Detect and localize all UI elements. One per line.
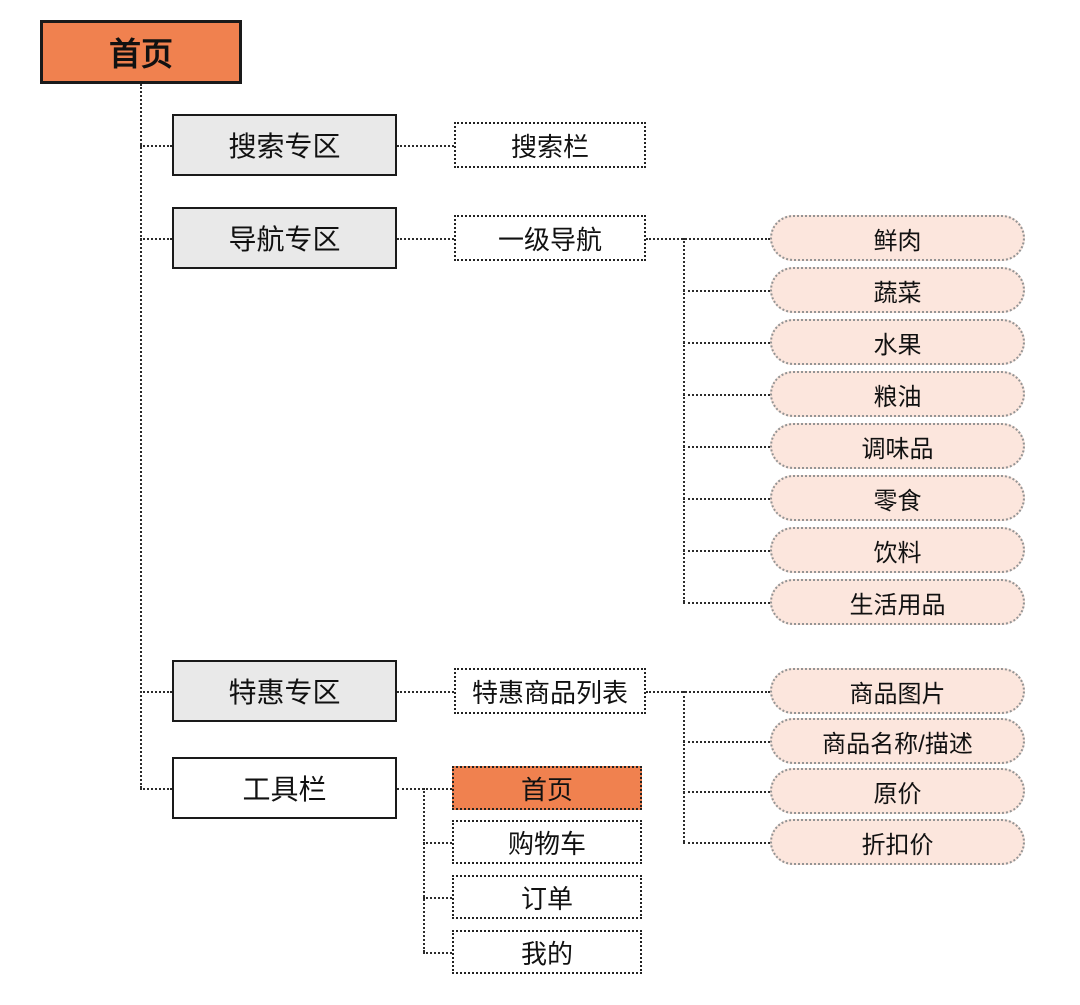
connector xyxy=(397,145,454,147)
connector xyxy=(423,897,452,899)
node-condiments: 调味品 xyxy=(770,423,1025,469)
node-toolbar-home: 首页 xyxy=(452,766,642,810)
connector xyxy=(140,691,172,693)
node-grain-oil: 粮油 xyxy=(770,371,1025,417)
connector xyxy=(646,691,770,693)
node-primary-nav: 一级导航 xyxy=(454,215,646,261)
node-fresh-meat: 鲜肉 xyxy=(770,215,1025,261)
connector xyxy=(140,145,172,147)
connector xyxy=(397,238,454,240)
node-drinks: 饮料 xyxy=(770,527,1025,573)
node-product-image: 商品图片 xyxy=(770,668,1025,714)
node-snacks: 零食 xyxy=(770,475,1025,521)
connector xyxy=(140,238,172,240)
connector xyxy=(423,788,425,952)
connector xyxy=(140,788,172,790)
connector xyxy=(140,84,142,788)
node-toolbar: 工具栏 xyxy=(172,757,397,819)
node-nav-zone: 导航专区 xyxy=(172,207,397,269)
connector xyxy=(646,238,770,240)
connector xyxy=(683,342,770,344)
connector xyxy=(683,446,770,448)
node-home-root: 首页 xyxy=(40,20,242,84)
node-vegetables: 蔬菜 xyxy=(770,267,1025,313)
node-offer-product-list: 特惠商品列表 xyxy=(454,668,646,714)
connector xyxy=(683,498,770,500)
connector xyxy=(423,952,452,954)
connector xyxy=(683,791,770,793)
connector xyxy=(683,741,770,743)
connector xyxy=(683,238,685,602)
node-search-zone: 搜索专区 xyxy=(172,114,397,176)
node-fruits: 水果 xyxy=(770,319,1025,365)
connector xyxy=(683,691,685,842)
node-toolbar-mine: 我的 xyxy=(452,930,642,974)
connector xyxy=(423,842,452,844)
connector xyxy=(683,290,770,292)
connector xyxy=(397,691,454,693)
node-original-price: 原价 xyxy=(770,768,1025,814)
connector xyxy=(683,842,770,844)
node-product-name-desc: 商品名称/描述 xyxy=(770,718,1025,764)
node-toolbar-orders: 订单 xyxy=(452,875,642,919)
connector xyxy=(683,550,770,552)
connector xyxy=(683,602,770,604)
node-search-bar: 搜索栏 xyxy=(454,122,646,168)
node-daily-necessities: 生活用品 xyxy=(770,579,1025,625)
node-discount-price: 折扣价 xyxy=(770,819,1025,865)
node-toolbar-cart: 购物车 xyxy=(452,820,642,864)
node-offers-zone: 特惠专区 xyxy=(172,660,397,722)
connector xyxy=(683,394,770,396)
